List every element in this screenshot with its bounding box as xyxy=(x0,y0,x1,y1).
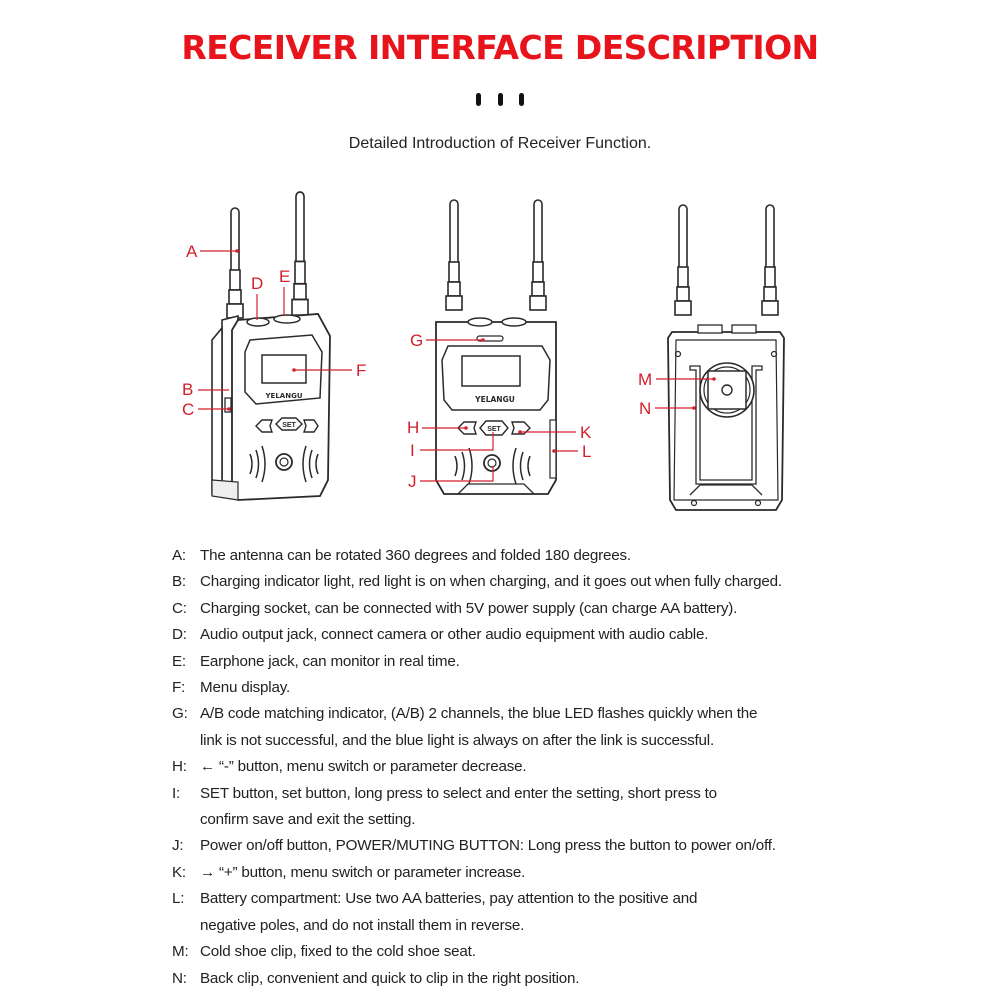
list-item-e: E:Earphone jack, can monitor in real tim… xyxy=(172,652,460,670)
callout-b: B xyxy=(182,380,229,399)
svg-text:K: K xyxy=(580,423,592,442)
set-button-label: SET xyxy=(282,422,296,429)
svg-text:N: N xyxy=(639,399,651,418)
list-item-n: N:Back clip, convenient and quick to cli… xyxy=(172,969,580,987)
plus-button xyxy=(303,419,319,433)
antenna-right xyxy=(529,199,547,311)
svg-text:I: I xyxy=(410,441,415,460)
list-item-b: B:Charging indicator light, red light is… xyxy=(172,573,782,591)
callout-a: A xyxy=(186,242,239,261)
power-button xyxy=(483,454,501,472)
list-item-m: M:Cold shoe clip, fixed to the cold shoe… xyxy=(172,943,476,961)
list-item-i: I:SET button, set button, long press to … xyxy=(172,784,717,829)
callout-g: G xyxy=(410,331,485,350)
callout-i: I xyxy=(410,432,494,460)
battery-compartment xyxy=(549,419,557,479)
antenna-left xyxy=(674,204,692,316)
set-button xyxy=(275,417,303,431)
audio-output-jack xyxy=(246,317,270,327)
callout-k: K xyxy=(518,423,592,442)
divider-dot xyxy=(519,93,524,106)
svg-text:A: A xyxy=(186,242,198,261)
svg-text:F: F xyxy=(356,361,366,380)
charging-socket xyxy=(224,397,232,413)
divider-dot xyxy=(497,93,503,106)
speaker-grille-right xyxy=(302,445,319,483)
svg-text:C: C xyxy=(182,400,194,419)
list-item-d: D:Audio output jack, connect camera or o… xyxy=(172,626,709,644)
callout-c: C xyxy=(182,400,231,419)
earphone-jack xyxy=(273,314,301,324)
list-item-l: L:Battery compartment: Use two AA batter… xyxy=(172,890,698,934)
callout-l: L xyxy=(552,442,591,461)
plus-button xyxy=(511,421,531,435)
back-clip xyxy=(689,365,763,485)
list-item-j: J:Power on/off button, POWER/MUTING BUTT… xyxy=(172,837,776,855)
power-button xyxy=(275,453,293,471)
device-front-angled: YELANGU SET xyxy=(211,191,331,501)
list-item-c: C:Charging socket, can be connected with… xyxy=(172,599,738,617)
antenna-right xyxy=(761,204,779,316)
svg-text:J: J xyxy=(408,472,417,491)
callout-n: N xyxy=(639,399,696,418)
device-back xyxy=(667,204,785,511)
set-button-label: SET xyxy=(487,426,501,433)
menu-display xyxy=(261,354,307,384)
device-front: YELANGU SET xyxy=(435,199,557,495)
receiver-diagram: YELANGU SET A D E F xyxy=(182,191,785,511)
speaker-grille-left xyxy=(249,445,266,483)
list-item-f: F:Menu display. xyxy=(172,679,290,697)
list-item-g: G:A/B code matching indicator, (A/B) 2 c… xyxy=(172,705,758,749)
page-title: RECEIVER INTERFACE DESCRIPTION xyxy=(181,28,819,67)
antenna-left xyxy=(226,207,244,319)
callout-e: E xyxy=(279,267,290,316)
svg-text:B: B xyxy=(182,380,193,399)
callout-h: H xyxy=(407,418,468,437)
callout-d: D xyxy=(251,274,263,320)
svg-text:M: M xyxy=(638,370,652,389)
list-item-a: A:The antenna can be rotated 360 degrees… xyxy=(172,547,631,564)
svg-text:G: G xyxy=(410,331,423,350)
divider-dot xyxy=(476,93,481,106)
page-subtitle: Detailed Introduction of Receiver Functi… xyxy=(348,135,652,152)
brand-logo: YELANGU xyxy=(474,395,515,404)
section-divider-dots xyxy=(476,93,524,107)
callout-m: M xyxy=(638,370,716,389)
svg-text:L: L xyxy=(582,442,591,461)
svg-text:D: D xyxy=(251,274,263,293)
antenna-right xyxy=(291,191,309,317)
list-item-h: H:← “-” button, menu switch or parameter… xyxy=(172,758,527,776)
svg-text:H: H xyxy=(407,418,419,437)
list-item-k: K:→ “+” button, menu switch or parameter… xyxy=(172,863,526,881)
svg-text:E: E xyxy=(279,267,290,286)
set-button xyxy=(479,420,509,436)
minus-button xyxy=(255,419,273,433)
function-description-list: A:The antenna can be rotated 360 degrees… xyxy=(172,543,872,992)
callout-j: J xyxy=(408,466,494,491)
menu-display xyxy=(461,355,521,387)
callout-f: F xyxy=(292,361,366,380)
brand-logo: YELANGU xyxy=(264,392,302,400)
speaker-grille-right xyxy=(512,447,531,485)
antenna-left xyxy=(445,199,463,311)
